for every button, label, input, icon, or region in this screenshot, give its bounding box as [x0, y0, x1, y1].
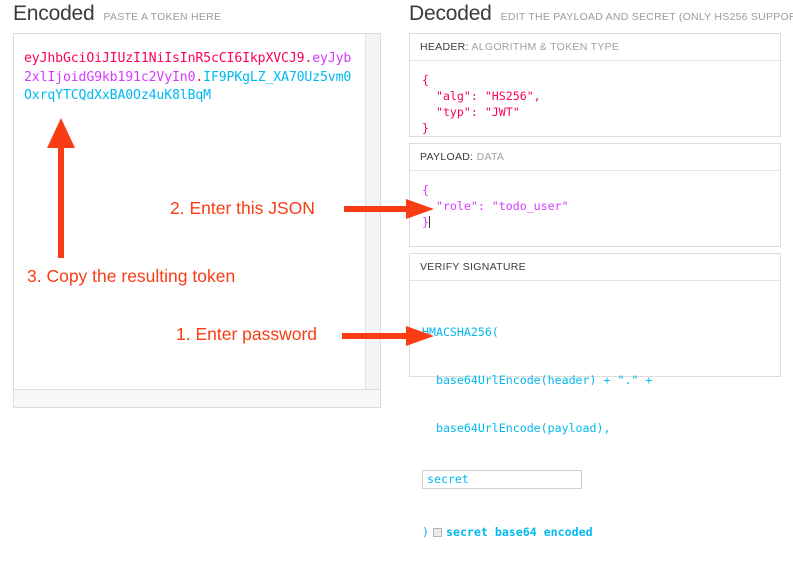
annotation-1-arrow-icon [342, 326, 434, 346]
decoded-title: Decoded [409, 2, 492, 25]
closing-paren: ) [422, 525, 429, 539]
encoded-column-heading: Encoded PASTE A TOKEN HERE [13, 2, 221, 26]
annotation-1-label: 1. Enter password [176, 324, 318, 344]
payload-label-key: PAYLOAD: [420, 151, 474, 163]
annotation-2-label: 2. Enter this JSON [170, 198, 315, 218]
annotation-2-arrow-icon [344, 199, 434, 219]
signature-formula-body: HMACSHA256( base64UrlEncode(header) + ".… [410, 281, 780, 583]
text-cursor [428, 216, 430, 228]
hmac-line-3: base64UrlEncode(payload), [422, 421, 611, 435]
secret-input[interactable] [422, 470, 582, 489]
token-dot-2: . [195, 69, 204, 85]
payload-label-value: DATA [476, 151, 505, 163]
secret-base64-label: secret base64 encoded [445, 525, 593, 539]
token-signature-segment: IF9PKgLZ_XA70Uz5vm0OxrqYTCQdXxBA0Oz4uK8l… [24, 69, 352, 104]
token-dot-1: . [304, 51, 313, 66]
decoded-signature-box: VERIFY SIGNATURE HMACSHA256( base64UrlEn… [409, 253, 781, 539]
payload-json-body[interactable]: { "role": "todo_user" } [410, 171, 780, 241]
signature-label-key: VERIFY SIGNATURE [420, 261, 526, 273]
header-json-body[interactable]: { "alg": "HS256", "typ": "JWT" } [422, 73, 541, 135]
header-label-value: ALGORITHM & TOKEN TYPE [471, 41, 620, 53]
token-payload-segment: eyJyb2xlIjoidG9kb191c2VyIn0 [24, 51, 352, 85]
header-label-key: HEADER: [420, 41, 469, 53]
payload-section-label: PAYLOAD: DATA [410, 144, 780, 171]
hmac-line-1: HMACSHA256( [422, 325, 499, 339]
decoded-payload-box: PAYLOAD: DATA { "role": "todo_user" } [409, 143, 781, 247]
secret-base64-row[interactable]: ) secret base64 encoded [422, 524, 770, 540]
encoded-title: Encoded [13, 2, 95, 25]
header-section-label: HEADER: ALGORITHM & TOKEN TYPE [410, 34, 780, 61]
hmac-line-2: base64UrlEncode(header) + "." + [422, 373, 653, 387]
annotation-3-arrow-icon [47, 118, 75, 258]
decoded-header-box: HEADER: ALGORITHM & TOKEN TYPE { "alg": … [409, 33, 781, 137]
encoded-panel-footer [13, 390, 381, 408]
decoded-subtitle: EDIT THE PAYLOAD AND SECRET (ONLY HS256 … [500, 11, 793, 23]
token-header-segment: eyJhbGciOiJIUzI1NiIsInR5cCI6IkpXVCJ9 [24, 51, 305, 66]
annotation-3-label: 3. Copy the resulting token [27, 266, 236, 286]
payload-json-text: { "role": "todo_user" } [422, 183, 569, 229]
signature-section-label: VERIFY SIGNATURE [410, 254, 780, 281]
encoded-subtitle: PASTE A TOKEN HERE [103, 11, 222, 23]
decoded-column-heading: Decoded EDIT THE PAYLOAD AND SECRET (ONL… [409, 2, 793, 26]
jwt-token-text[interactable]: eyJhbGciOiJIUzI1NiIsInR5cCI6IkpXVCJ9.eyJ… [24, 50, 354, 106]
secret-base64-checkbox[interactable] [432, 527, 442, 537]
